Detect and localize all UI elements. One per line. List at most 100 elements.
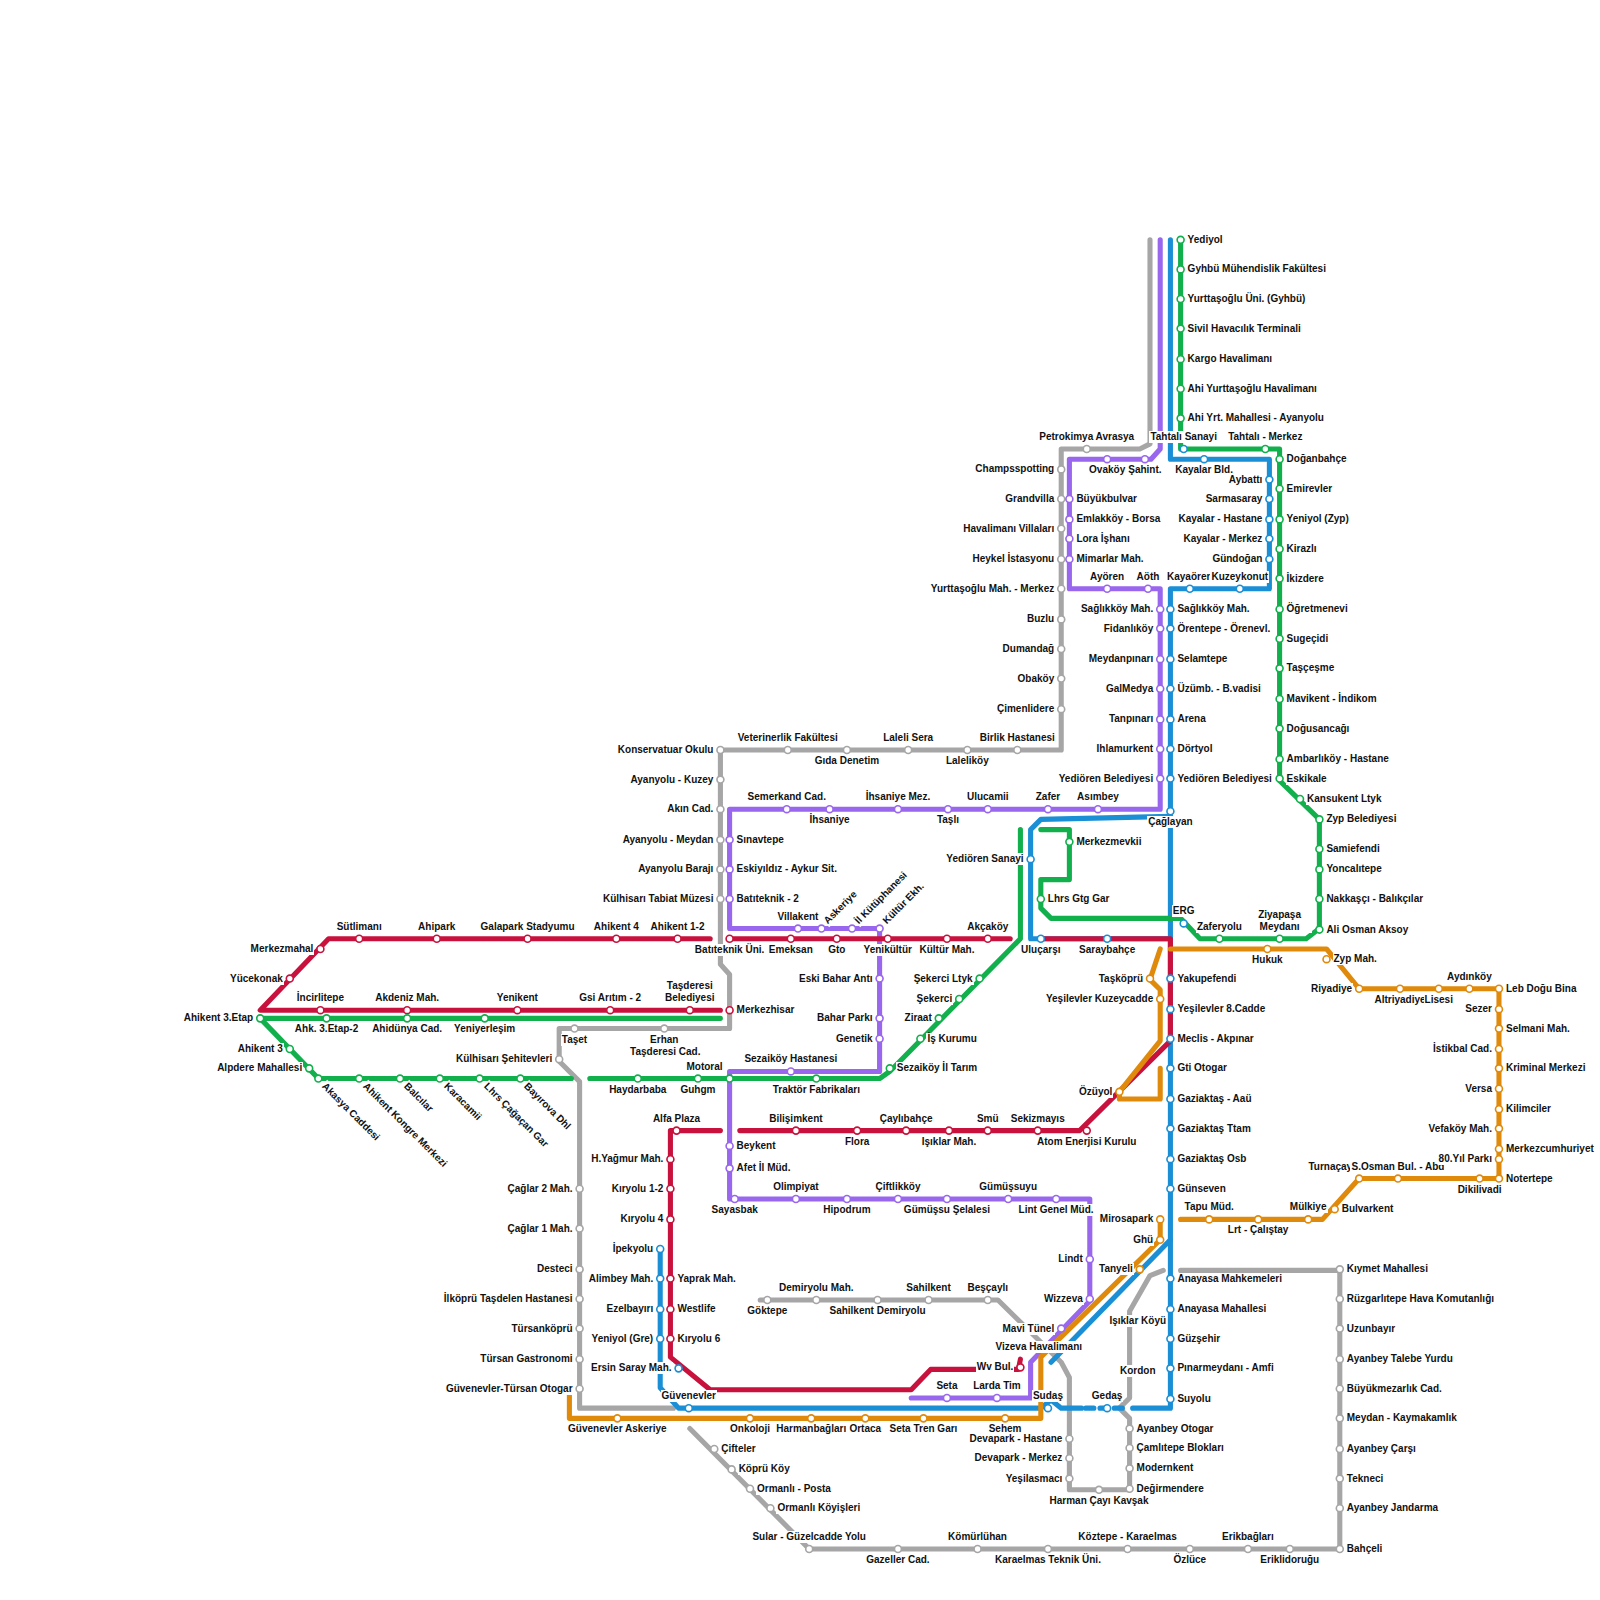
station-dot [787, 935, 794, 942]
station-label: Seta [935, 1380, 958, 1392]
station-dot [1167, 1365, 1174, 1372]
station-label: Günseven [1176, 1183, 1226, 1195]
station-dot [673, 1127, 680, 1134]
station-label: Harman Çayı Kavşak [1049, 1495, 1150, 1507]
station-label: Ayanyolu Barajı [637, 863, 714, 875]
station-dot [1058, 675, 1065, 682]
station-dot [286, 1046, 293, 1053]
station-label: Kansukent Ltyk [1306, 793, 1382, 805]
station-dot [1496, 1175, 1503, 1182]
station-dot [993, 1394, 1000, 1401]
station-label: Yakupefendi [1176, 973, 1237, 985]
station-dot [1276, 756, 1283, 763]
station-dot [1167, 606, 1174, 613]
station-label: Fidanlıköy [1103, 623, 1154, 635]
station-label: Merkezcumhuriyet [1505, 1143, 1595, 1155]
station-label: Smü [976, 1113, 1000, 1125]
station-label: Sudaş [1032, 1390, 1064, 1402]
station-dot [726, 1165, 733, 1172]
station-label: Ahi Yrt. Mahallesi - Ayanyolu [1187, 412, 1325, 424]
station-label: Kirazlı [1286, 543, 1318, 555]
station-dot [1167, 1396, 1174, 1403]
station-label: Yeşilasmacı [1005, 1473, 1064, 1485]
station-label: Tekneci [1346, 1473, 1385, 1485]
station-label: Birlik Hastanesi [979, 732, 1056, 744]
station-label: Bulvarkent [1341, 1203, 1395, 1215]
green-line [260, 1018, 720, 1078]
station-dot [726, 1075, 733, 1082]
station-dot [1476, 1175, 1483, 1182]
station-label: Gaziaktaş - Aaü [1176, 1093, 1252, 1105]
station-dot [1496, 1106, 1503, 1113]
station-dot [1126, 1425, 1133, 1432]
station-label: Versa [1464, 1083, 1493, 1095]
station-label: Yoncalıtepe [1325, 863, 1382, 875]
station-label: Flora [844, 1136, 870, 1148]
station-label: Notertepe [1505, 1173, 1554, 1185]
station-label: Gümüşsu Şelalesi [903, 1204, 991, 1216]
station-dot [1216, 935, 1223, 942]
station-dot [1044, 1546, 1051, 1553]
station-label: Sınavtepe [736, 834, 785, 846]
station-dot [1435, 985, 1442, 992]
station-dot [1286, 1546, 1293, 1553]
station-dot [667, 1185, 674, 1192]
station-label: Gaziaktaş Ttam [1176, 1123, 1251, 1135]
station-dot [935, 1015, 942, 1022]
station-dot [726, 935, 733, 942]
station-label: Modernkent [1136, 1462, 1195, 1474]
station-label: Işıklar Köyü [1108, 1315, 1167, 1327]
station-label: Bahar Parkı [816, 1012, 874, 1024]
station-label: Uluçarşı [1020, 944, 1061, 956]
station-dot [576, 1296, 583, 1303]
station-label: Devapark - Merkez [974, 1452, 1064, 1464]
station-dot [571, 1025, 578, 1032]
station-label: Külhisarı Şehitevleri [455, 1053, 553, 1065]
station-label: Yediören Belediyesi [1176, 773, 1273, 785]
station-dot [1066, 838, 1073, 845]
station-label: Gazeller Cad. [865, 1554, 930, 1566]
station-dot [1336, 1505, 1343, 1512]
station-label: Sayasbak [711, 1204, 759, 1216]
station-label: Kayalar - Hastane [1177, 513, 1263, 525]
station-label: Vefaköy Mah. [1428, 1123, 1493, 1135]
station-dot [876, 975, 883, 982]
station-dot [1058, 706, 1065, 713]
station-label: Çimenlidere [996, 703, 1055, 715]
station-label: Seta Tren Garı [889, 1423, 959, 1435]
station-dot [726, 1007, 733, 1014]
station-label: Champsspotting [974, 463, 1055, 475]
grey-line [760, 1270, 1163, 1489]
station-label: Yediyol [1187, 234, 1224, 246]
station-dot [1104, 1405, 1111, 1412]
station-label: Ulucamii [966, 791, 1010, 803]
station-label: Laleliköy [945, 755, 990, 767]
station-label: Zafer [1035, 791, 1061, 803]
station-label: Yediören Sanayi [945, 853, 1024, 865]
station-dot [731, 1196, 738, 1203]
station-label: Alfa Plaza [652, 1113, 701, 1125]
blue-line [1082, 1406, 1123, 1411]
station-label: Ayanyolu - Meydan [622, 834, 715, 846]
station-dot [323, 1015, 330, 1022]
station-dot [1186, 1546, 1193, 1553]
station-label: Hipodrum [822, 1204, 871, 1216]
station-dot [1094, 806, 1101, 813]
station-dot [667, 1275, 674, 1282]
station-label: Sarmasaray [1205, 493, 1264, 505]
station-dot [764, 1297, 771, 1304]
station-label: Tanyeli [1098, 1263, 1134, 1275]
station-label: Larda Tim [972, 1380, 1022, 1392]
station-label: Ahipark [417, 921, 456, 933]
station-dot [1053, 1196, 1060, 1203]
station-label: Yenikültür [863, 944, 913, 956]
station-label: Sivil Havacılık Terminali [1187, 323, 1302, 335]
station-dot [1136, 1266, 1143, 1273]
station-dot [1496, 1085, 1503, 1092]
station-label: Güvenevler-Türsan Otogar [445, 1383, 574, 1395]
station-label: Yediören Belediyesi [1058, 773, 1155, 785]
station-label: Suyolu [1176, 1393, 1211, 1405]
station-dot [943, 1394, 950, 1401]
station-label: Taşderesi Cad. [629, 1046, 701, 1058]
